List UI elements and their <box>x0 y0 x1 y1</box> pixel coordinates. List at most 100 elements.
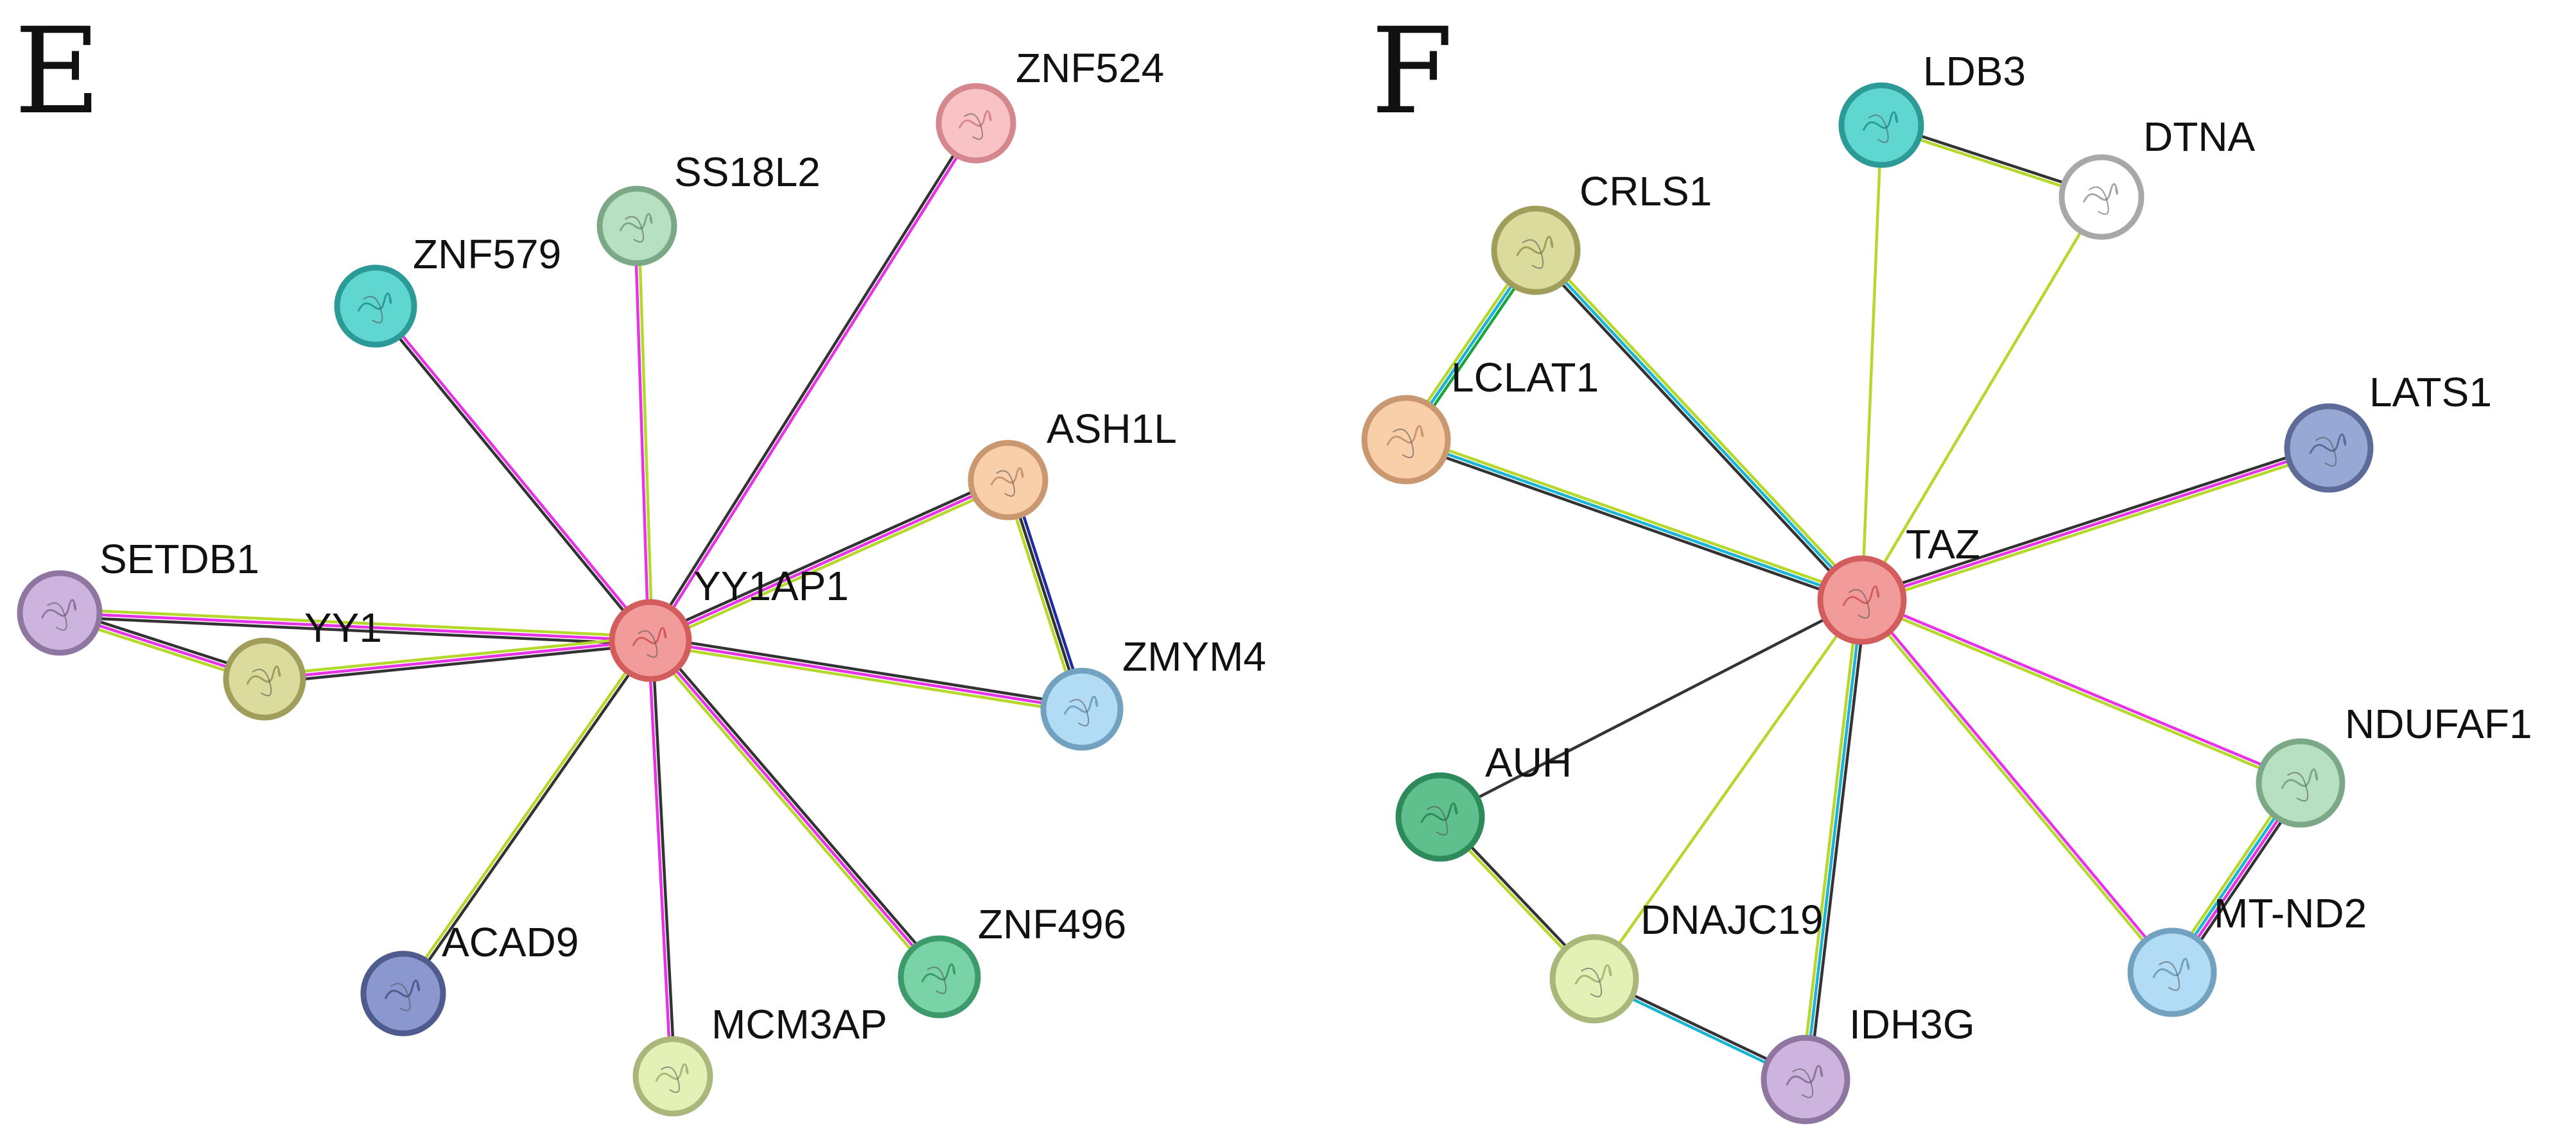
edge-taz-lats1[interactable] <box>1859 443 2332 605</box>
node-circle[interactable] <box>17 570 103 656</box>
edge-taz-crls1[interactable] <box>1531 246 1867 605</box>
node-label: MT-ND2 <box>2214 890 2367 936</box>
edge-taz-dnajc19[interactable] <box>1592 598 1864 981</box>
protein-structure-icon <box>632 626 667 658</box>
edge-yy1ap1-zmym4[interactable] <box>648 635 1084 715</box>
node-yy1[interactable]: YY1 <box>223 605 382 721</box>
node-circle[interactable] <box>596 185 677 266</box>
edge-taz-ldb3[interactable] <box>1860 123 1883 602</box>
protein-structure-icon <box>655 1063 689 1093</box>
node-idh3g[interactable]: IDH3G <box>1761 1001 1975 1124</box>
node-dtna[interactable]: DTNA <box>2058 114 2256 240</box>
node-circle[interactable] <box>609 599 692 682</box>
protein-structure-icon <box>2152 958 2190 991</box>
edge-evidence-database <box>648 478 1010 642</box>
edge-evidence-database <box>1860 446 2331 602</box>
node-circle[interactable] <box>2127 927 2217 1017</box>
node-label: CRLS1 <box>1580 168 1712 214</box>
node-circle[interactable] <box>1761 1035 1850 1124</box>
node-circle[interactable] <box>2058 154 2145 240</box>
edge-yy1ap1-setdb1[interactable] <box>58 607 652 646</box>
edge-evidence-database <box>650 123 979 643</box>
node-ldb3[interactable]: LDB3 <box>1838 48 2026 168</box>
node-mcm3ap[interactable]: MCM3AP <box>632 1001 887 1117</box>
edge-yy1ap1-acad9[interactable] <box>400 638 654 996</box>
node-circle[interactable] <box>898 935 981 1019</box>
edge-taz-lclat1[interactable] <box>1403 435 1865 605</box>
edge-yy1ap1-mcm3ap[interactable] <box>647 639 677 1078</box>
node-circle[interactable] <box>1040 667 1124 751</box>
edge-evidence-textmining <box>1537 246 1867 599</box>
edge-yy1ap1-ash1l[interactable] <box>647 475 1011 646</box>
node-lclat1[interactable]: LCLAT1 <box>1361 354 1599 485</box>
protein-structure-icon <box>990 467 1024 497</box>
edge-yy1ap1-znf496[interactable] <box>646 636 944 981</box>
node-circle[interactable] <box>1395 772 1485 862</box>
edge-yy1ap1-ss18l2[interactable] <box>633 224 654 642</box>
edge-evidence-curated <box>1404 438 1864 602</box>
edge-taz-dtna[interactable] <box>1860 195 2103 602</box>
node-label: SETDB1 <box>100 536 259 582</box>
edge-taz-ndufaf1[interactable] <box>1859 596 2303 787</box>
edge-evidence-textmining <box>1800 598 1860 1081</box>
node-znf579[interactable]: ZNF579 <box>334 231 561 348</box>
panel-e-letter: E <box>14 2 101 141</box>
node-circle[interactable] <box>936 83 1016 164</box>
edge-yy1ap1-znf579[interactable] <box>372 303 654 644</box>
node-label: DNAJC19 <box>1640 897 1823 943</box>
edge-evidence-experiment <box>58 615 652 646</box>
node-taz[interactable]: TAZ <box>1817 521 1980 645</box>
node-circle[interactable] <box>1549 934 1639 1024</box>
edge-evidence-textmining <box>650 482 1011 646</box>
protein-structure-icon <box>2309 433 2347 467</box>
node-znf524[interactable]: ZNF524 <box>936 45 1164 164</box>
node-circle[interactable] <box>968 440 1049 521</box>
node-ss18l2[interactable]: SS18L2 <box>596 149 821 266</box>
protein-structure-icon <box>246 665 281 696</box>
edge-taz-auh[interactable] <box>1438 598 1864 819</box>
node-yy1ap1[interactable]: YY1AP1 <box>609 563 849 682</box>
protein-structure-icon <box>1516 236 1554 269</box>
node-circle[interactable] <box>1491 205 1581 295</box>
node-mt-nd2[interactable]: MT-ND2 <box>2127 890 2367 1017</box>
node-label: ACAD9 <box>442 919 579 965</box>
node-circle[interactable] <box>632 1036 713 1117</box>
protein-structure-icon <box>958 110 992 140</box>
node-dnajc19[interactable]: DNAJC19 <box>1549 897 1823 1024</box>
node-setdb1[interactable]: SETDB1 <box>17 536 259 656</box>
node-circle[interactable] <box>334 264 417 348</box>
edge-yy1ap1-yy1[interactable] <box>263 635 652 685</box>
edge-taz-mt-nd2[interactable] <box>1859 597 2175 976</box>
panel-e-network: E YY1AP1ZNF524SS18L2ZNF579ASH1LSETDB1YY1… <box>14 2 1266 1117</box>
edge-evidence-experiment <box>650 639 677 1078</box>
edge-taz-idh3g[interactable] <box>1800 598 1868 1081</box>
edge-evidence-database <box>1861 596 2303 783</box>
node-label: AUH <box>1485 739 1572 786</box>
node-circle[interactable] <box>1361 395 1451 485</box>
node-label: ZNF579 <box>413 231 561 277</box>
node-circle[interactable] <box>223 637 306 721</box>
node-circle[interactable] <box>2256 738 2345 828</box>
protein-structure-icon <box>619 212 653 243</box>
node-circle[interactable] <box>2284 403 2374 493</box>
edge-evidence-experiment <box>647 121 976 641</box>
node-ndufaf1[interactable]: NDUFAF1 <box>2256 701 2532 828</box>
node-lats1[interactable]: LATS1 <box>2284 369 2492 493</box>
edge-evidence-textmining <box>58 607 652 639</box>
node-label: TAZ <box>1906 521 1980 567</box>
edge-yy1ap1-znf524[interactable] <box>647 121 979 643</box>
protein-structure-icon <box>1842 585 1880 619</box>
node-label: ZNF524 <box>1016 45 1164 91</box>
node-circle[interactable] <box>360 951 446 1037</box>
node-ash1l[interactable]: ASH1L <box>968 406 1177 521</box>
node-acad9[interactable]: ACAD9 <box>360 919 579 1037</box>
node-circle[interactable] <box>1817 555 1907 645</box>
node-crls1[interactable]: CRLS1 <box>1491 168 1712 295</box>
node-znf496[interactable]: ZNF496 <box>898 901 1126 1019</box>
node-auh[interactable]: AUH <box>1395 739 1572 862</box>
node-circle[interactable] <box>1838 82 1924 168</box>
node-zmym4[interactable]: ZMYM4 <box>1040 633 1266 751</box>
